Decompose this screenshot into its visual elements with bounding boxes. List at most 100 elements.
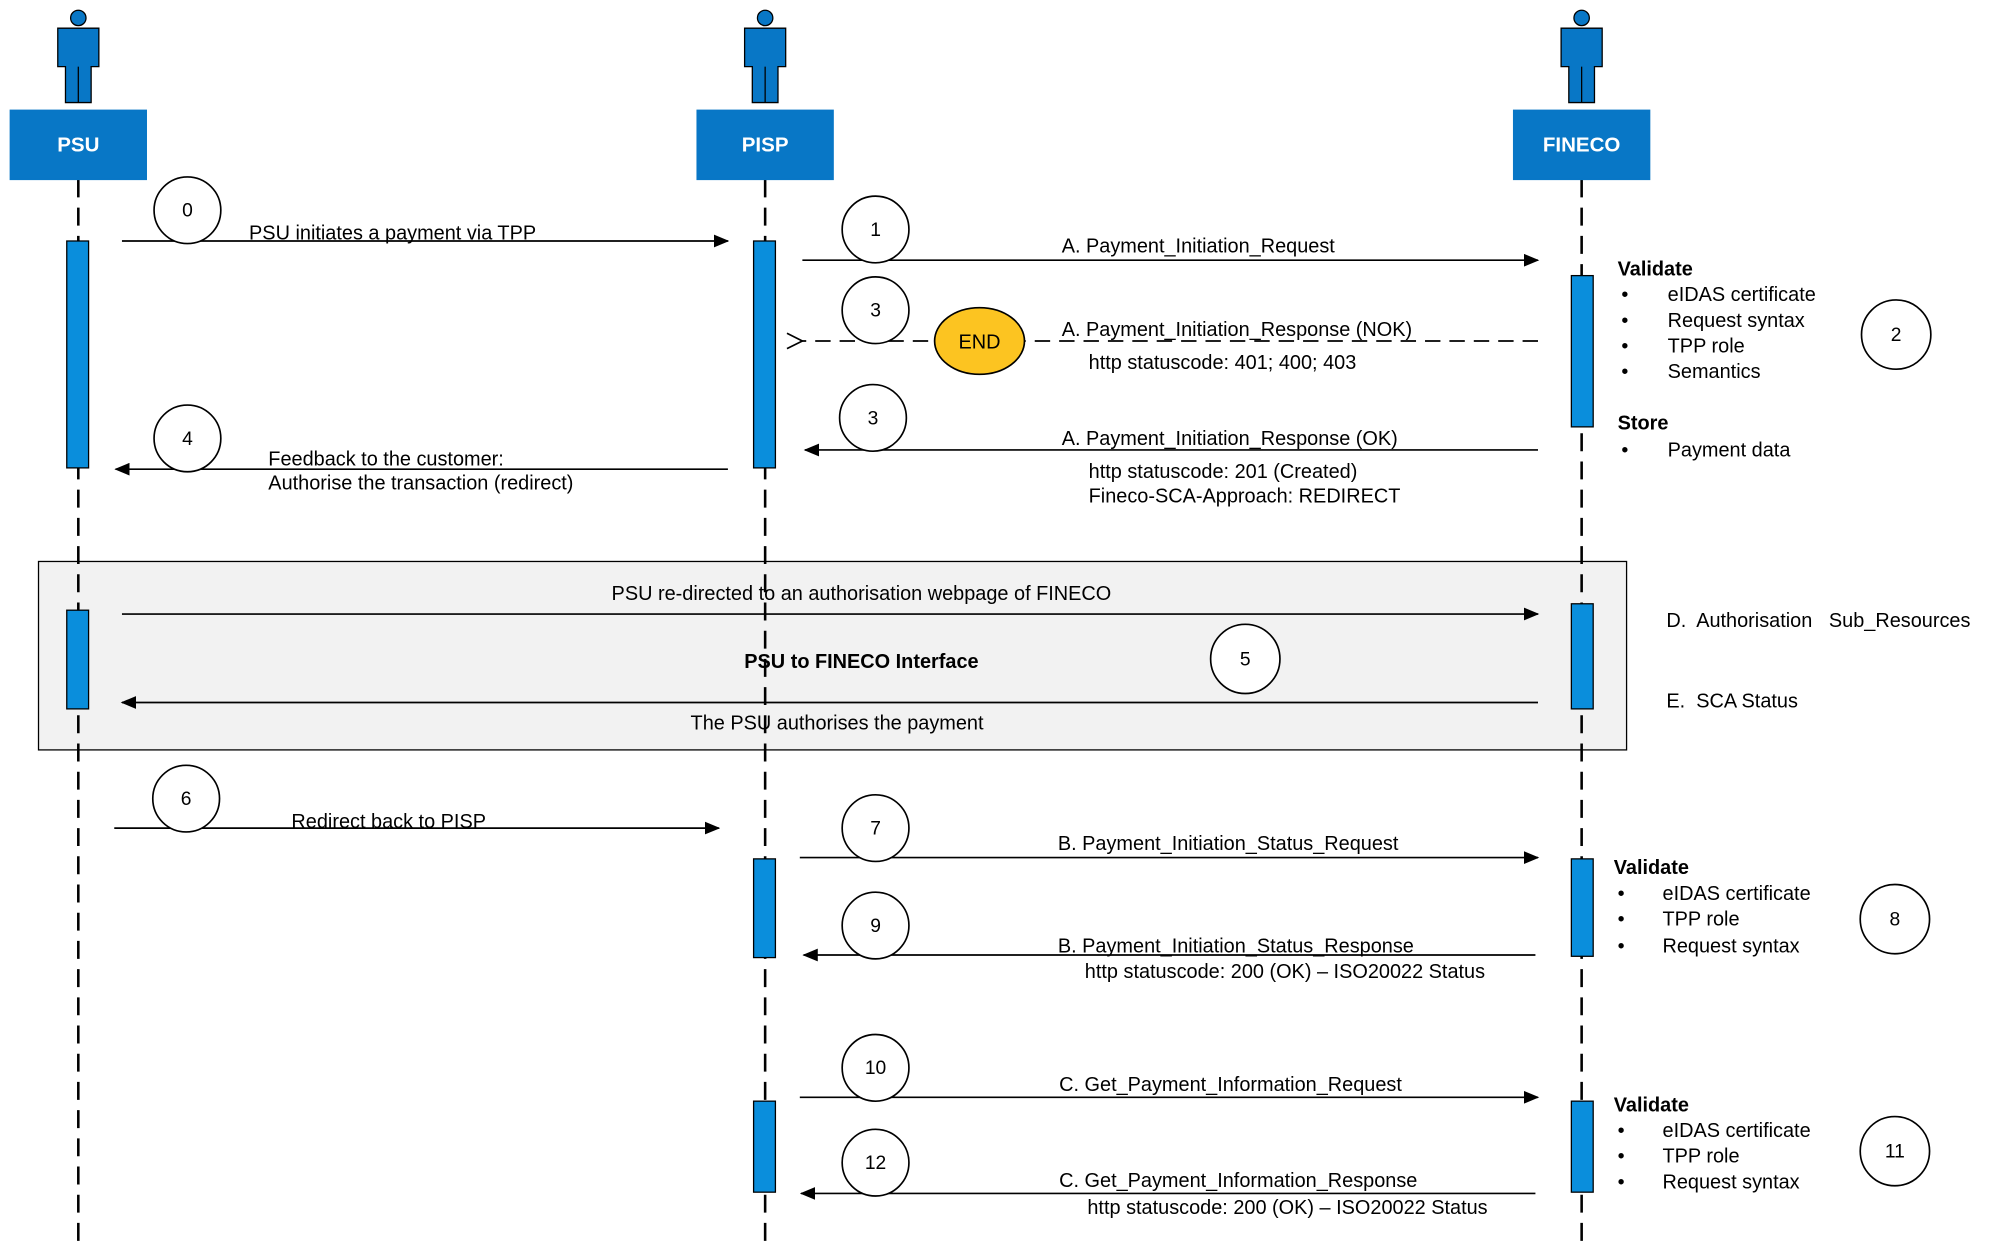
label-m5-bottom: The PSU authorises the payment	[691, 712, 984, 734]
svg-text:1: 1	[870, 220, 881, 241]
note-item: Payment data	[1668, 439, 1792, 461]
activation-bar	[1570, 1100, 1594, 1193]
svg-text:8: 8	[1890, 910, 1901, 931]
note-item: Request syntax	[1663, 935, 1800, 957]
label-m9: B. Payment_Initiation_Status_Response	[1058, 935, 1414, 957]
step-2: 2	[1860, 299, 1932, 371]
svg-text:6: 6	[181, 789, 192, 810]
label-m5-side: E. SCA Status	[1666, 691, 1798, 713]
note-bullet: •	[1618, 883, 1625, 905]
step-5: 5	[1209, 623, 1281, 695]
note-bullet: •	[1621, 284, 1628, 306]
note-item: Request syntax	[1668, 310, 1805, 332]
actor-label: PSU	[57, 133, 99, 156]
end-label: END	[959, 332, 1001, 354]
actor-box	[1512, 109, 1651, 181]
note-bullet: •	[1621, 310, 1628, 332]
step-1: 1	[841, 195, 910, 264]
step-0: 0	[153, 176, 222, 245]
message-labels: PSU initiates a payment via TPP A. Payme…	[249, 223, 1970, 1219]
message-arrows	[114, 234, 1540, 1200]
label-m3-ok-detail: Fineco-SCA-Approach: REDIRECT	[1089, 486, 1401, 508]
label-m3-nok: A. Payment_Initiation_Response (NOK)	[1062, 319, 1412, 341]
person-icon	[743, 9, 787, 104]
step-8: 8	[1859, 883, 1931, 955]
svg-text:0: 0	[182, 201, 193, 222]
note-bullet: •	[1618, 935, 1625, 957]
activation-bar	[66, 609, 90, 710]
svg-text:7: 7	[870, 819, 881, 840]
svg-text:5: 5	[1240, 649, 1251, 670]
step-7: 7	[841, 793, 910, 863]
activation-bar	[1570, 603, 1594, 710]
svg-text:4: 4	[182, 429, 193, 450]
label-m3-nok-detail: http statuscode: 401; 400; 403	[1089, 352, 1357, 374]
label-m10: C. Get_Payment_Information_Request	[1059, 1074, 1402, 1096]
label-m4: Authorise the transaction (redirect)	[268, 473, 573, 495]
label-m12-detail: http statuscode: 200 (OK) – ISO20022 Sta…	[1087, 1197, 1487, 1219]
actor-box	[696, 109, 834, 181]
activation-bar	[752, 240, 777, 469]
note-heading: Validate	[1614, 1094, 1689, 1116]
activation-bar	[66, 240, 90, 469]
label-m4: Feedback to the customer:	[268, 448, 503, 470]
activation-bar	[1570, 858, 1594, 957]
activation-bar	[752, 858, 777, 959]
actor-box	[9, 109, 147, 181]
actor-fineco: FINECO	[1512, 9, 1651, 181]
interface-frame	[37, 560, 1628, 751]
actor-label: FINECO	[1543, 133, 1621, 156]
actor-label: PISP	[742, 133, 789, 156]
note-heading: Validate	[1614, 857, 1689, 879]
note-item: TPP role	[1663, 1146, 1740, 1168]
actor-psu: PSU	[9, 9, 147, 181]
label-m0: PSU initiates a payment via TPP	[249, 223, 536, 245]
label-m3-ok-detail: http statuscode: 201 (Created)	[1089, 461, 1358, 483]
note-bullet: •	[1621, 439, 1628, 461]
note-item: TPP role	[1663, 909, 1740, 931]
step-3: 3	[841, 276, 910, 345]
svg-text:12: 12	[865, 1153, 886, 1174]
note-heading: Store	[1618, 412, 1669, 434]
step-4: 4	[153, 404, 222, 473]
note-item: Request syntax	[1663, 1171, 1800, 1193]
activation-bars	[66, 240, 1594, 1193]
note-item: eIDAS certificate	[1668, 284, 1816, 306]
step-10: 10	[841, 1033, 910, 1102]
note-bullet: •	[1618, 909, 1625, 931]
note-step-2: Validate • eIDAS certificate • Request s…	[1618, 259, 1816, 462]
note-bullet: •	[1621, 361, 1628, 383]
label-m3-ok: A. Payment_Initiation_Response (OK)	[1062, 428, 1398, 450]
step-9: 9	[841, 891, 910, 960]
note-item: eIDAS certificate	[1663, 883, 1811, 905]
interface-title: PSU to FINECO Interface	[744, 651, 978, 673]
note-item: Semantics	[1668, 361, 1761, 383]
end-marker: END	[933, 306, 1026, 376]
step-markers: 0 1 2 3 3 4 5 6 7 8 9 10 11 12	[151, 176, 1932, 1197]
step-11: 11	[1859, 1115, 1931, 1187]
step-6: 6	[151, 764, 221, 833]
note-item: TPP role	[1668, 336, 1745, 358]
note-heading: Validate	[1618, 259, 1693, 281]
label-m12: C. Get_Payment_Information_Response	[1059, 1170, 1417, 1192]
activation-bar	[752, 1100, 777, 1193]
note-bullet: •	[1618, 1171, 1625, 1193]
step-12: 12	[841, 1128, 910, 1197]
svg-text:2: 2	[1891, 325, 1902, 346]
note-item: eIDAS certificate	[1663, 1120, 1811, 1142]
note-bullet: •	[1618, 1120, 1625, 1142]
label-m9-detail: http statuscode: 200 (OK) – ISO20022 Sta…	[1085, 961, 1485, 983]
label-m5-top: PSU re-directed to an authorisation webp…	[612, 583, 1112, 605]
note-bullet: •	[1618, 1146, 1625, 1168]
actor-pisp: PISP	[696, 9, 834, 181]
label-m6: Redirect back to PISP	[291, 811, 486, 833]
svg-text:11: 11	[1885, 1142, 1905, 1163]
label-m7: B. Payment_Initiation_Status_Request	[1058, 833, 1399, 855]
svg-text:9: 9	[870, 916, 881, 937]
label-m1: A. Payment_Initiation_Request	[1062, 236, 1336, 258]
note-bullet: •	[1621, 336, 1628, 358]
person-icon	[1560, 9, 1603, 104]
label-m5-side: D. Authorisation Sub_Resources	[1666, 610, 1970, 632]
